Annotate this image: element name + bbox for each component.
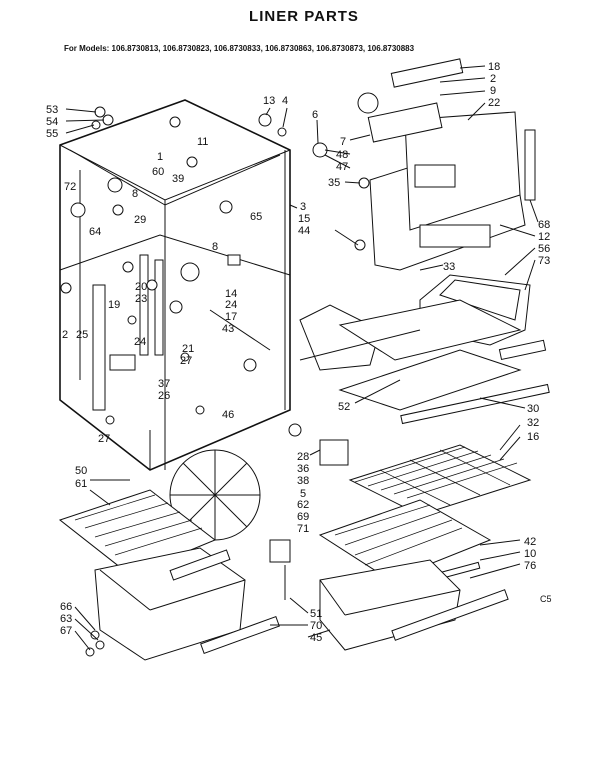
callout-53: 53 <box>46 104 58 116</box>
cabinet-liner <box>59 99 291 471</box>
lower-shelf <box>318 499 492 585</box>
wire-shelf <box>348 444 532 516</box>
callout-36: 36 <box>297 463 309 475</box>
callout-32: 32 <box>527 417 539 429</box>
callout-35: 35 <box>328 177 340 189</box>
callout-28: 28 <box>297 451 309 463</box>
callout-6: 6 <box>312 109 318 121</box>
callout-71: 71 <box>297 523 309 535</box>
callout-62: 62 <box>297 499 309 511</box>
callout-11: 11 <box>197 136 208 148</box>
callout-69: 69 <box>297 511 309 523</box>
callout-54: 54 <box>46 116 58 128</box>
callout-15: 15 <box>298 213 310 225</box>
callout-25: 25 <box>76 329 88 341</box>
callout-3: 3 <box>300 201 306 213</box>
callout-30: 30 <box>527 403 539 415</box>
crisper-cover-and-drawer <box>58 423 349 661</box>
callout-2-left: 2 <box>62 329 68 341</box>
evaporator-cover <box>312 58 536 271</box>
callout-21: 21 <box>182 343 194 355</box>
callout-12: 12 <box>538 231 550 243</box>
callout-46: 46 <box>222 409 234 421</box>
callout-51: 51 <box>310 608 322 620</box>
callout-44: 44 <box>298 225 310 237</box>
leader-lines <box>65 65 539 651</box>
callout-60: 60 <box>152 166 164 178</box>
callout-22: 22 <box>488 97 500 109</box>
callout-64: 64 <box>89 226 101 238</box>
callout-27-lower: 27 <box>98 433 110 445</box>
callout-13: 13 <box>263 95 275 107</box>
diagram-code: C5 <box>540 594 552 604</box>
callout-52: 52 <box>338 401 350 413</box>
callout-70: 70 <box>310 620 322 632</box>
callout-33: 33 <box>443 261 455 273</box>
callout-43: 43 <box>222 323 234 335</box>
callout-76: 76 <box>524 560 536 572</box>
cabinet-small-parts <box>60 106 287 425</box>
callout-9: 9 <box>490 85 496 97</box>
callout-14: 14 <box>225 288 237 300</box>
upper-shelf-set <box>299 274 550 425</box>
model-numbers: For Models: 106.8730813, 106.8730823, 10… <box>64 44 415 53</box>
callout-42: 42 <box>524 536 536 548</box>
callout-27-upper: 27 <box>180 355 192 367</box>
callout-68: 68 <box>538 219 550 231</box>
callout-65: 65 <box>250 211 262 223</box>
crisper-pan <box>319 559 509 651</box>
callout-48: 48 <box>336 149 348 161</box>
callout-37: 37 <box>158 378 170 390</box>
callout-16: 16 <box>527 431 539 443</box>
callout-24-lower: 24 <box>134 336 146 348</box>
callout-72: 72 <box>64 181 76 193</box>
callout-7: 7 <box>340 136 346 148</box>
callout-55: 55 <box>46 128 58 140</box>
callout-1: 1 <box>157 151 163 163</box>
callout-labels: 53 54 55 13 4 6 18 2 9 22 7 48 47 35 11 … <box>46 61 550 644</box>
callout-20: 20 <box>135 281 147 293</box>
callout-47: 47 <box>336 161 348 173</box>
callout-61: 61 <box>75 478 87 490</box>
callout-18: 18 <box>488 61 500 73</box>
callout-66: 66 <box>60 601 72 613</box>
callout-17: 17 <box>225 311 237 323</box>
callout-38: 38 <box>297 475 309 487</box>
callout-26: 26 <box>158 390 170 402</box>
callout-23: 23 <box>135 293 147 305</box>
callout-24-upper: 24 <box>225 299 237 311</box>
callout-8-lower: 8 <box>212 241 218 253</box>
callout-39: 39 <box>172 173 184 185</box>
callout-5: 5 <box>300 488 306 500</box>
callout-19: 19 <box>108 299 120 311</box>
callout-4: 4 <box>282 95 288 107</box>
callout-2-top: 2 <box>490 73 496 85</box>
callout-67: 67 <box>60 625 72 637</box>
callout-10: 10 <box>524 548 536 560</box>
callout-50: 50 <box>75 465 87 477</box>
diagram-title: LINER PARTS <box>249 8 359 25</box>
callout-73: 73 <box>538 255 550 267</box>
callout-63: 63 <box>60 613 72 625</box>
callout-56: 56 <box>538 243 550 255</box>
callout-29: 29 <box>134 214 146 226</box>
callout-8-upper: 8 <box>132 188 138 200</box>
callout-45: 45 <box>310 632 322 644</box>
